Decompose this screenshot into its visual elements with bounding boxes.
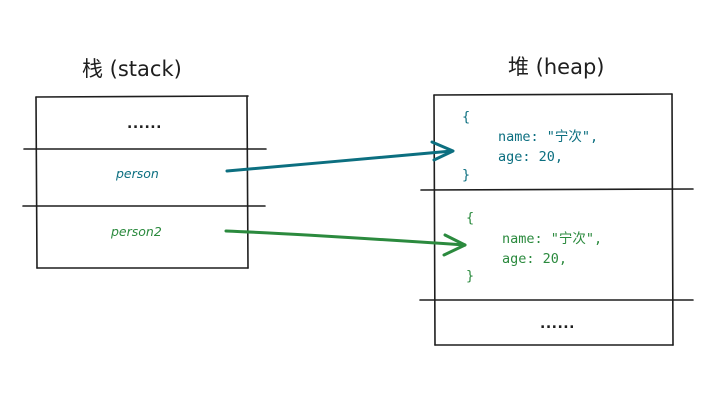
stack-top-ellipsis: ...... xyxy=(127,116,162,132)
arrow-person-to-object1 xyxy=(225,140,455,173)
stack-var-person: person xyxy=(115,166,159,181)
heap-divider-1 xyxy=(420,188,694,191)
arrow-person2-to-object2 xyxy=(224,229,467,257)
obj2-close-brace: } xyxy=(466,268,474,284)
heap-bottom-ellipsis: ...... xyxy=(540,316,575,332)
stack-box xyxy=(22,95,267,269)
obj1-open-brace: { xyxy=(462,109,470,125)
obj2-age-line: age: 20, xyxy=(502,251,567,267)
heap-box xyxy=(419,93,694,346)
heap-object-2: { name: "宁次", age: 20, } xyxy=(466,210,602,284)
heap-title: 堆 (heap) xyxy=(508,55,605,79)
stack-title: 栈 (stack) xyxy=(82,57,182,81)
stack-var-person2: person2 xyxy=(110,224,162,239)
obj1-close-brace: } xyxy=(462,167,470,183)
obj2-open-brace: { xyxy=(466,210,474,226)
obj1-name-line: name: "宁次", xyxy=(498,128,598,145)
obj2-name-line: name: "宁次", xyxy=(502,230,602,247)
heap-object-1: { name: "宁次", age: 20, } xyxy=(462,109,598,183)
obj1-age-line: age: 20, xyxy=(498,149,563,165)
